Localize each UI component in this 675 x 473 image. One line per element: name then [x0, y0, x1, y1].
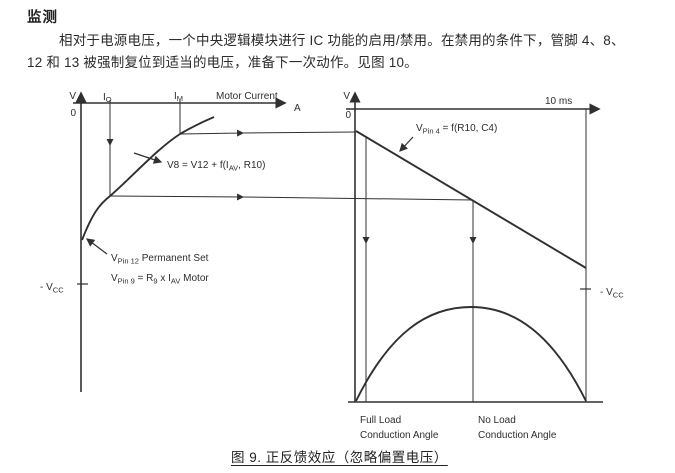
transfer-line-bottom — [109, 193, 245, 201]
v8-curve — [81, 116, 215, 241]
half-sine-curve — [355, 306, 587, 402]
v8-label-arrow — [133, 152, 163, 164]
right-neg-vcc-label: - VCC — [600, 287, 624, 300]
time-marker-label: 10 ms — [545, 96, 572, 107]
transfer-line-top-2 — [242, 131, 357, 134]
right-graph: V 0 10 ms VPin 4 = f(R10, C4) - VCC Full… — [343, 91, 624, 441]
full-load-label-line1: Full Load — [360, 415, 401, 426]
left-graph: V 0 Motor Current A IO IM V8 = V12 + f(I… — [40, 91, 474, 392]
transfer-line-top — [179, 129, 245, 137]
no-load-label-line2: Conduction Angle — [478, 430, 557, 441]
left-y-axis-label: V — [69, 91, 76, 102]
v8-equation-label: V8 = V12 + f(IAV, R10) — [167, 160, 265, 173]
left-origin-label: 0 — [70, 108, 76, 119]
transfer-line-bottom-2 — [242, 196, 474, 201]
pin9-equation-label: VPin 9 = R9 x IAV Motor — [111, 273, 209, 286]
x-axis-title: Motor Current — [216, 91, 278, 102]
body-text-line-1: 相对于电源电压，一个中央逻辑模块进行 IC 功能的启用/禁用。在禁用的条件下，管… — [59, 33, 625, 48]
full-load-label-line2: Conduction Angle — [360, 430, 439, 441]
pin12-label-arrow — [85, 238, 108, 255]
pin4-equation-label: VPin 4 = f(R10, C4) — [416, 123, 497, 136]
left-neg-vcc-label: - VCC — [40, 282, 64, 295]
right-y-axis-label: V — [343, 91, 350, 102]
section-heading: 监测 — [27, 10, 58, 26]
i-quiescent-label: IO — [103, 92, 112, 104]
pin4-ramp — [355, 130, 587, 269]
i-max-label: IM — [174, 91, 183, 103]
pin4-label-arrow — [399, 136, 414, 152]
pin12-label: VPin 12 Permanent Set — [111, 253, 209, 266]
right-origin-label: 0 — [345, 110, 351, 121]
body-text-line-2: 12 和 13 被强制复位到适当的电压，准备下一次动作。见图 10。 — [27, 55, 418, 70]
no-load-label-line1: No Load — [478, 415, 516, 426]
figure-caption: 图 9. 正反馈效应（忽略偏置电压） — [231, 450, 448, 465]
x-axis-unit: A — [294, 103, 301, 114]
